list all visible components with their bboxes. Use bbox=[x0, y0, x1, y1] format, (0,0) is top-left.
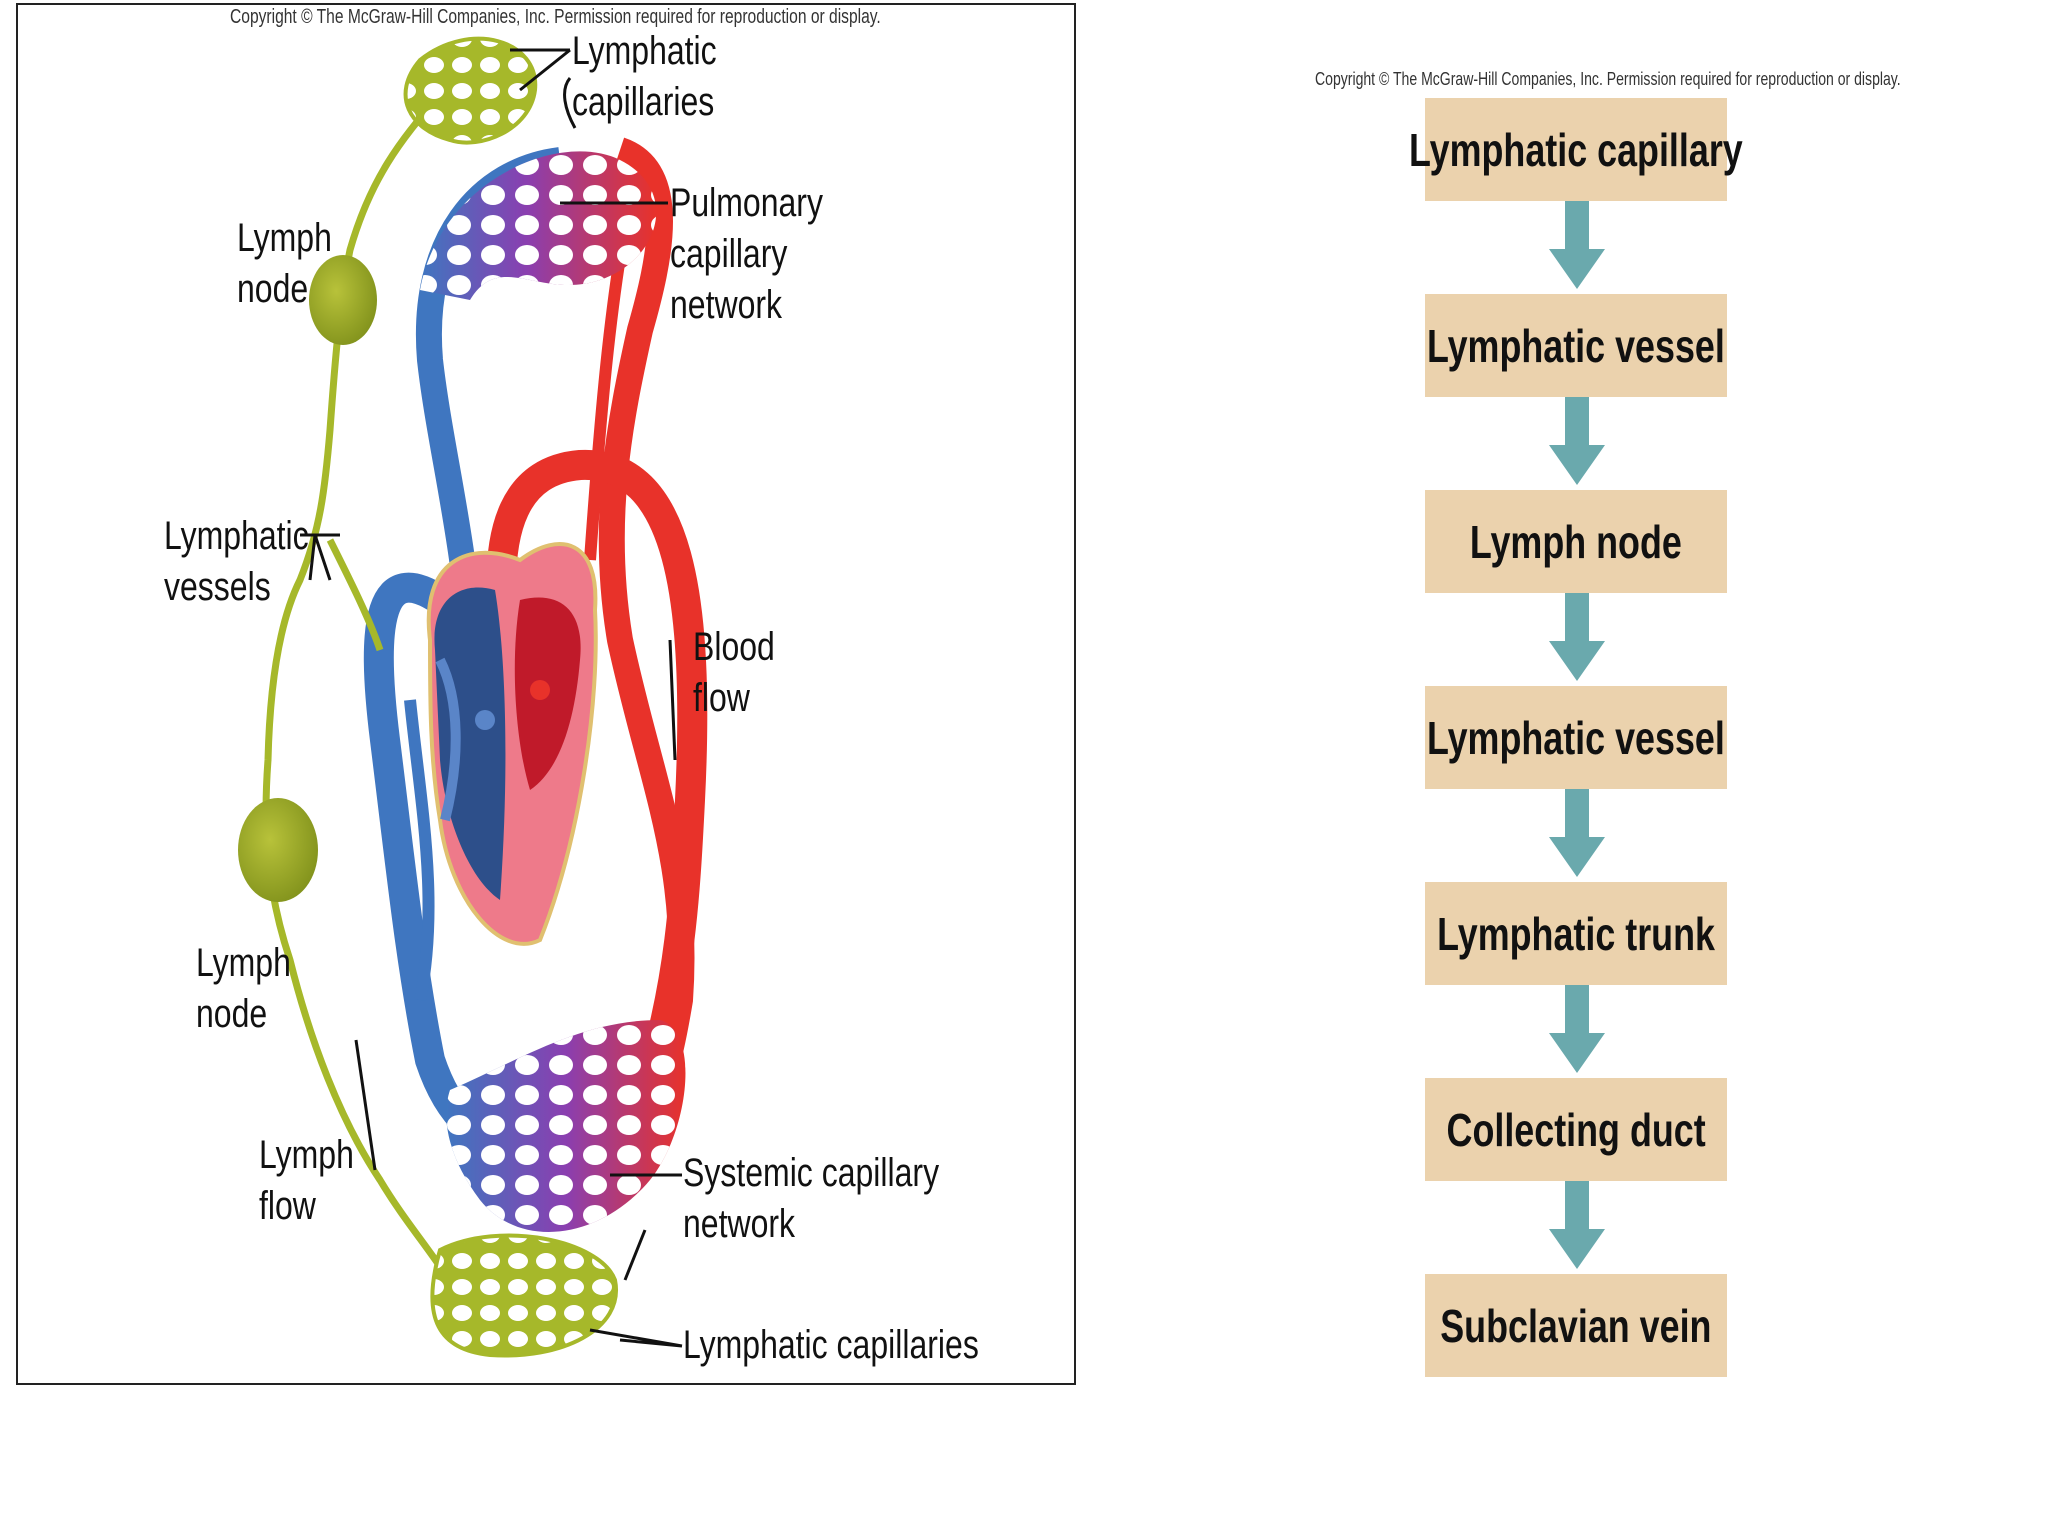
heart bbox=[426, 542, 598, 946]
flow-arrow-down-icon bbox=[1549, 985, 1605, 1073]
flow-step-lymphatic-vessel-1: Lymphatic vessel bbox=[1425, 294, 1727, 397]
label-lymph-node-top: Lymph node bbox=[237, 216, 332, 311]
label-lymphatic-capillaries-bottom: Lymphatic capillaries bbox=[683, 1323, 979, 1367]
copyright-notice-left: Copyright © The McGraw-Hill Companies, I… bbox=[230, 6, 881, 28]
label-lymphatic-capillaries-top: Lymphatic capillaries bbox=[572, 29, 717, 124]
flow-step-lymphatic-vessel-2: Lymphatic vessel bbox=[1425, 686, 1727, 789]
label-blood-flow: Blood flow bbox=[693, 625, 775, 720]
pulmonary-capillary-network bbox=[420, 151, 657, 300]
label-lymphatic-vessels: Lymphatic vessels bbox=[164, 514, 309, 609]
label-pulmonary-capillary-network: Pulmonary capillary network bbox=[670, 181, 823, 327]
flow-arrow-down-icon bbox=[1549, 593, 1605, 681]
label-lymph-node-bottom: Lymph node bbox=[196, 941, 291, 1036]
systemic-capillary-network bbox=[446, 1020, 686, 1233]
copyright-notice-right: Copyright © The McGraw-Hill Companies, I… bbox=[1315, 69, 1901, 89]
flow-step-collecting-duct: Collecting duct bbox=[1425, 1078, 1727, 1181]
flow-step-subclavian-vein: Subclavian vein bbox=[1425, 1274, 1727, 1377]
flow-arrow-down-icon bbox=[1549, 397, 1605, 485]
label-systemic-capillary-network: Systemic capillary network bbox=[683, 1151, 940, 1246]
lymphatic-system bbox=[238, 36, 619, 1358]
flow-arrow-down-icon bbox=[1549, 201, 1605, 289]
flow-arrow-down-icon bbox=[1549, 1181, 1605, 1269]
leader-lines bbox=[300, 48, 683, 1348]
flow-step-lymphatic-trunk: Lymphatic trunk bbox=[1425, 882, 1727, 985]
flow-arrow-down-icon bbox=[1549, 789, 1605, 877]
flow-step-lymph-node: Lymph node bbox=[1425, 490, 1727, 593]
flow-step-lymphatic-capillary: Lymphatic capillary bbox=[1409, 98, 1743, 201]
label-lymph-flow: Lymph flow bbox=[259, 1133, 354, 1228]
